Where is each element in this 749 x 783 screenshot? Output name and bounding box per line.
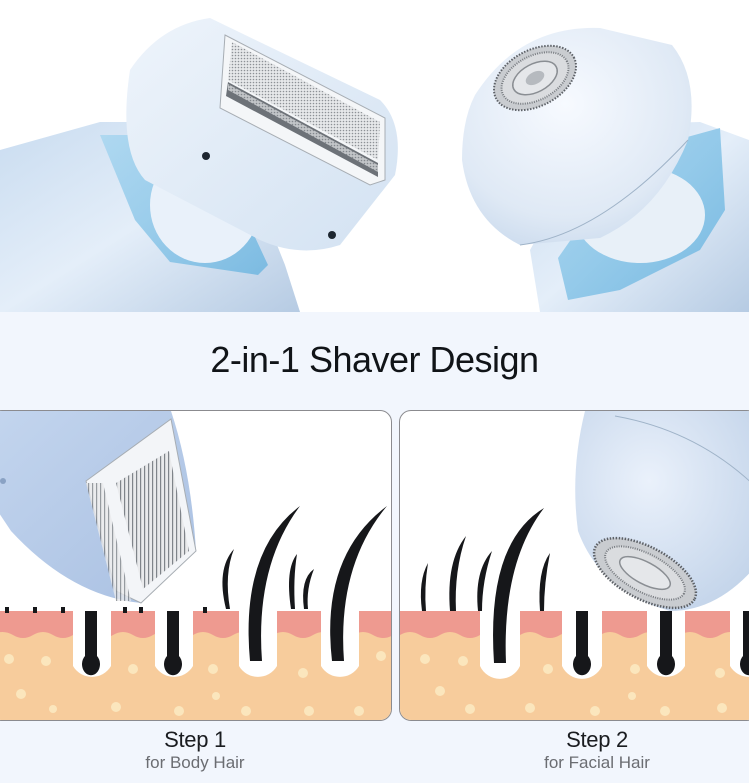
step-1-subtitle: for Body Hair <box>145 753 245 772</box>
step-1-illustration-panel <box>0 410 392 721</box>
step-1-caption: Step 1 for Body Hair <box>75 727 315 773</box>
shaver-heads-illustration <box>0 18 749 312</box>
facial-hair-diagram <box>400 411 749 720</box>
step-2-subtitle: for Facial Hair <box>544 753 650 772</box>
step-2-title: Step 2 <box>566 727 628 752</box>
step-2-caption: Step 2 for Facial Hair <box>477 727 717 773</box>
body-hair-diagram <box>0 411 391 720</box>
step-2-illustration-panel <box>399 410 749 721</box>
hero-product-image <box>0 0 749 312</box>
step-1-title: Step 1 <box>164 727 226 752</box>
headline: 2-in-1 Shaver Design <box>210 338 539 380</box>
